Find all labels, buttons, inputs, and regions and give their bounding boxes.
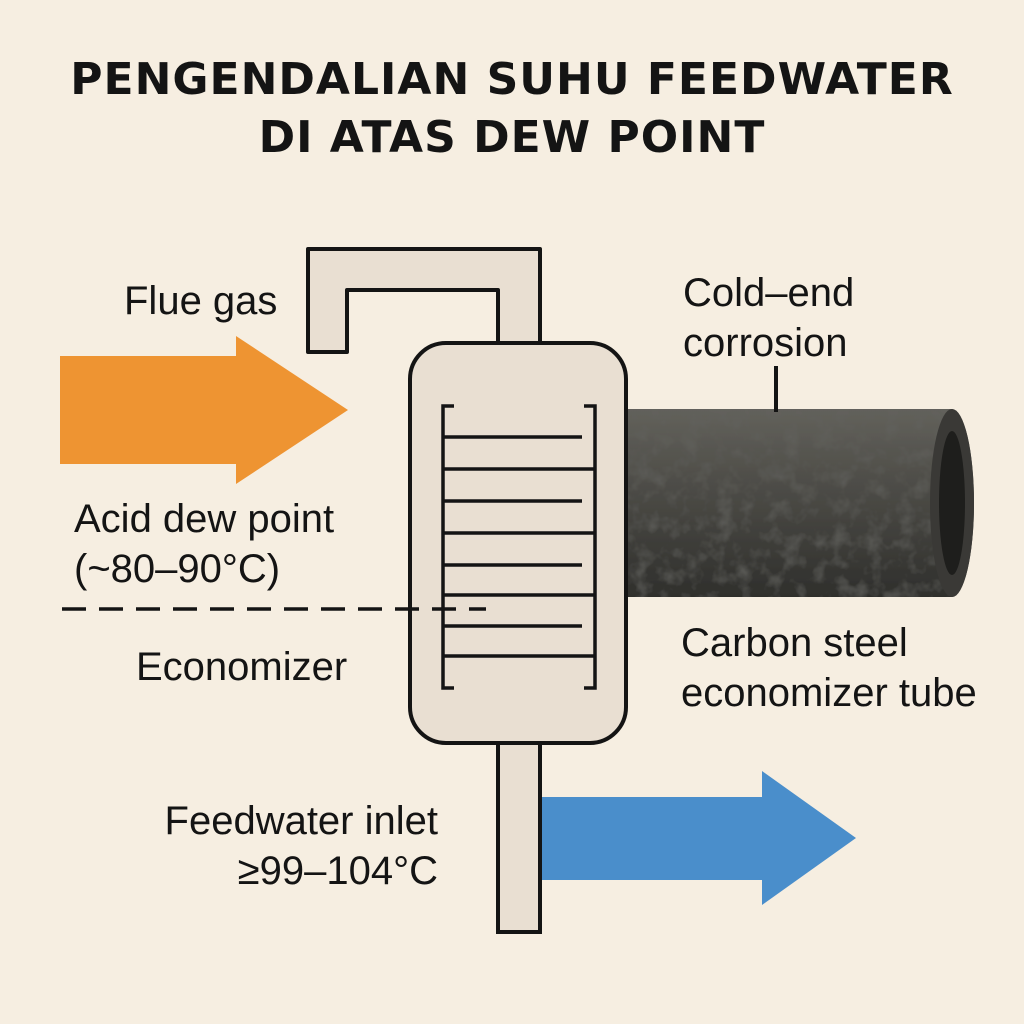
carbon-steel-line-2: economizer tube xyxy=(681,671,977,715)
acid-dew-point-label: Acid dew point (~80–90°C) xyxy=(74,494,334,594)
flue-gas-arrow-icon xyxy=(60,336,348,484)
flue-gas-duct xyxy=(306,247,542,354)
cold-end-line-1: Cold–end xyxy=(683,271,855,315)
feedwater-inlet-label: Feedwater inlet ≥99–104°C xyxy=(80,796,438,896)
diagram-title-line-1: PENGENDALIAN SUHU FEEDWATER xyxy=(70,54,954,105)
economizer-tube-bank xyxy=(441,404,597,690)
corroded-tube-icon xyxy=(628,409,974,597)
diagram-title-line-2: DI ATAS DEW POINT xyxy=(258,112,766,163)
carbon-steel-tube-label: Carbon steel economizer tube xyxy=(681,618,977,718)
feedwater-temperature: ≥99–104°C xyxy=(237,849,438,893)
feedwater-inlet-text: Feedwater inlet xyxy=(164,799,438,843)
flue-gas-label: Flue gas xyxy=(124,279,278,323)
cold-end-corrosion-label: Cold–end corrosion xyxy=(683,268,854,368)
feedwater-pipe xyxy=(496,736,542,934)
acid-dew-point-range: (~80–90°C) xyxy=(74,547,281,591)
economizer-vessel xyxy=(408,341,628,745)
feedwater-arrow-icon xyxy=(540,771,856,905)
economizer-label: Economizer xyxy=(136,645,348,689)
cold-end-line-2: corrosion xyxy=(683,321,848,365)
acid-dew-point-text: Acid dew point xyxy=(74,497,335,541)
carbon-steel-line-1: Carbon steel xyxy=(681,621,908,665)
